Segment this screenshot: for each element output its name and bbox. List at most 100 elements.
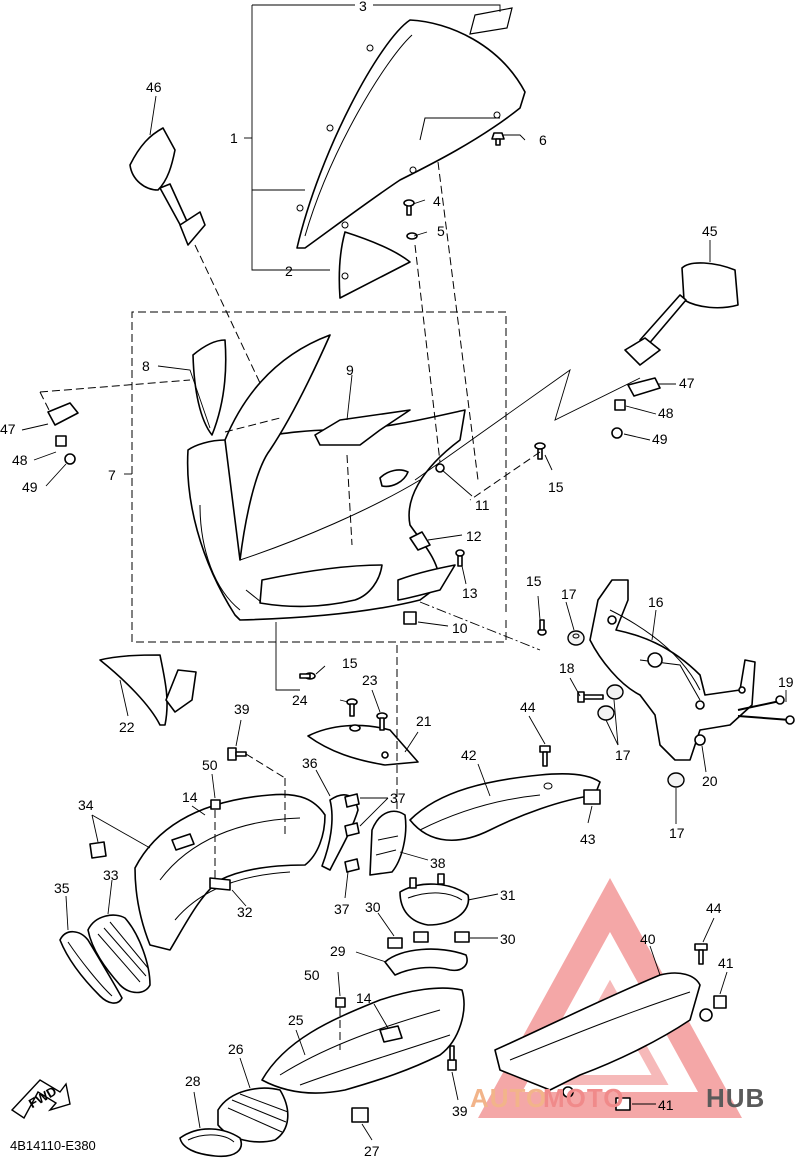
- duct-seal-31: [399, 873, 470, 926]
- callout-31: 31: [500, 887, 516, 903]
- inner-panel-22: [99, 654, 197, 726]
- callout-23: 23: [362, 672, 378, 688]
- callout-1: 1: [230, 130, 238, 146]
- bolt-44-upper: [539, 745, 551, 767]
- callout-39-upper: 39: [234, 701, 250, 717]
- callout-37-b: 37: [334, 901, 350, 917]
- watermark-hub: HUB: [706, 1083, 765, 1113]
- air-duct-32: [134, 793, 326, 951]
- screw-23: [376, 712, 388, 731]
- callout-3: 3: [359, 0, 367, 14]
- seal-28: [179, 1128, 242, 1158]
- mirror-mount-bracket-left: [47, 402, 79, 465]
- watermark-auto: AUTO: [470, 1083, 547, 1113]
- callout-15-left: 15: [342, 655, 358, 671]
- callout-15-right: 15: [548, 479, 564, 495]
- clips-37: [344, 793, 360, 873]
- callout-25: 25: [288, 1012, 304, 1028]
- upper-cowling-group-box: [131, 311, 507, 643]
- duct-panel-38: [369, 810, 407, 876]
- callout-35: 35: [54, 880, 70, 896]
- callout-27: 27: [364, 1143, 380, 1159]
- callout-26: 26: [228, 1041, 244, 1057]
- grommets-17: [567, 630, 685, 788]
- callout-49-left: 49: [22, 479, 38, 495]
- callout-10: 10: [452, 620, 468, 636]
- nut-43: [583, 789, 601, 805]
- clip-27: [351, 1107, 369, 1123]
- bolt-39-upper: [227, 747, 247, 761]
- callout-39-lower: 39: [452, 1103, 468, 1119]
- callout-50-upper: 50: [202, 757, 218, 773]
- callout-7: 7: [108, 467, 116, 483]
- windscreen-trim: [338, 231, 411, 299]
- callout-48-left: 48: [12, 452, 28, 468]
- screw-24: [346, 698, 358, 717]
- nut-41-lower: [615, 1097, 631, 1111]
- callout-45: 45: [702, 223, 718, 239]
- callout-9: 9: [346, 362, 354, 378]
- callout-38: 38: [430, 855, 446, 871]
- callout-14-lower: 14: [356, 990, 372, 1006]
- air-duct-25: [261, 987, 465, 1094]
- windscreen-screw: [491, 132, 505, 146]
- cowling-stay-16: [589, 579, 756, 761]
- bolt-39-lower: [447, 1045, 457, 1071]
- callout-48-right: 48: [658, 405, 674, 421]
- watermark-moto: MOTO: [543, 1083, 625, 1113]
- callout-16: 16: [648, 594, 664, 610]
- callout-37-a: 37: [390, 790, 406, 806]
- callout-36: 36: [302, 755, 318, 771]
- windscreen: [296, 7, 526, 249]
- mirror-right: [624, 262, 739, 366]
- callout-30-b: 30: [500, 931, 516, 947]
- callout-2: 2: [285, 263, 293, 279]
- clips-30: [387, 931, 470, 949]
- diagram-code: 4B14110-E380: [10, 1138, 96, 1153]
- callout-17-a: 17: [561, 586, 577, 602]
- screw-and-washer-4-5: [403, 199, 418, 240]
- callout-5: 5: [437, 223, 445, 239]
- seal-35: [59, 930, 123, 1004]
- callout-41-upper: 41: [718, 955, 734, 971]
- panel-21: [307, 724, 419, 766]
- callout-44-lower: 44: [706, 900, 722, 916]
- callout-24: 24: [292, 692, 308, 708]
- callout-14-upper: 14: [182, 789, 198, 805]
- bracket-12: [409, 531, 431, 551]
- callout-11: 11: [475, 497, 490, 513]
- callout-43: 43: [580, 831, 596, 847]
- clip-34: [89, 841, 107, 859]
- callout-29: 29: [330, 943, 346, 959]
- callout-17-b: 17: [615, 747, 631, 763]
- nut-50-upper: [210, 799, 221, 810]
- callout-41-lower: 41: [658, 1097, 674, 1113]
- callout-42: 42: [461, 747, 477, 763]
- callout-33: 33: [103, 867, 119, 883]
- callout-17-c: 17: [669, 825, 685, 841]
- callout-12: 12: [466, 528, 482, 544]
- screw-13: [455, 549, 465, 567]
- mirror-mount-bracket-right: [611, 377, 661, 439]
- callout-15-mid: 15: [526, 573, 542, 589]
- screw-15-right: [534, 442, 546, 460]
- nut-50-lower: [335, 997, 346, 1008]
- callout-32: 32: [237, 904, 253, 920]
- screw-15-left: [299, 672, 316, 680]
- bolt-44-lower: [694, 943, 708, 965]
- watermark-text: AUTO MOTO HUB: [470, 1083, 765, 1113]
- bolt-18: [577, 691, 604, 703]
- side-cover-40: [494, 972, 713, 1098]
- nut-clip-10: [403, 611, 417, 625]
- callout-30-a: 30: [365, 899, 381, 915]
- callout-28: 28: [185, 1073, 201, 1089]
- callout-47-right: 47: [679, 375, 695, 391]
- duct-cover-9: [314, 409, 411, 446]
- callout-46: 46: [146, 79, 162, 95]
- callout-50-lower: 50: [304, 967, 320, 983]
- callout-49-right: 49: [652, 431, 668, 447]
- callout-6: 6: [539, 132, 547, 148]
- callout-13: 13: [462, 585, 478, 601]
